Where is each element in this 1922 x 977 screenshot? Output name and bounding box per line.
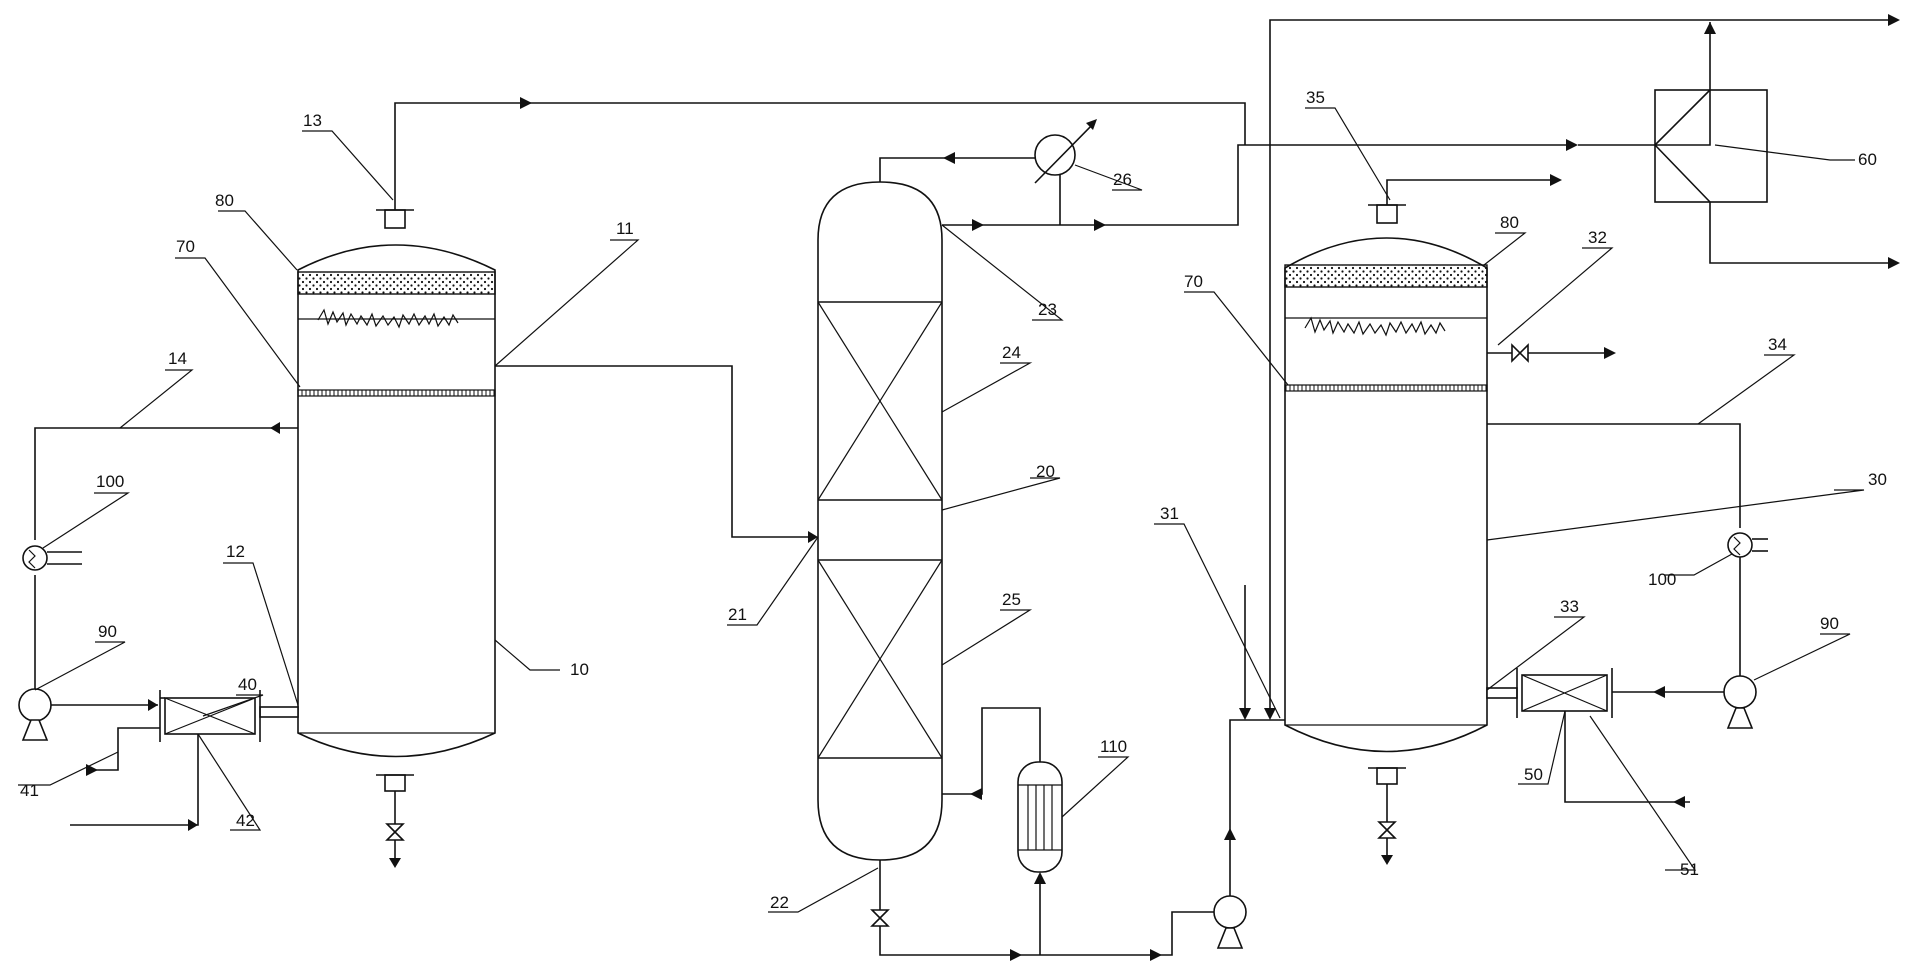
label-90-left: 90 bbox=[98, 622, 117, 641]
label-13: 13 bbox=[303, 111, 322, 130]
distributor-plate-70-right bbox=[1284, 384, 1488, 392]
demister-layer-80-right bbox=[1284, 264, 1488, 288]
label-60: 60 bbox=[1858, 150, 1877, 169]
label-90-right: 90 bbox=[1820, 614, 1839, 633]
label-21: 21 bbox=[728, 605, 747, 624]
label-11: 11 bbox=[616, 219, 634, 238]
label-23: 23 bbox=[1038, 300, 1057, 319]
label-70-right: 70 bbox=[1184, 272, 1203, 291]
label-51: 51 bbox=[1680, 860, 1699, 879]
label-42: 42 bbox=[236, 811, 255, 830]
label-80-left: 80 bbox=[215, 191, 234, 210]
vessel-10 bbox=[259, 209, 496, 868]
label-80-right: 80 bbox=[1500, 213, 1519, 232]
side-valve-32 bbox=[1511, 343, 1529, 363]
condenser-26 bbox=[1034, 119, 1097, 184]
static-mixer-50 bbox=[1516, 668, 1613, 718]
label-24: 24 bbox=[1002, 343, 1021, 362]
heat-exchanger-100-left bbox=[22, 545, 82, 571]
label-14: 14 bbox=[168, 349, 187, 368]
static-mixer-40 bbox=[159, 690, 261, 742]
heat-exchanger-60 bbox=[1654, 89, 1768, 203]
label-12: 12 bbox=[226, 542, 245, 561]
label-70-left: 70 bbox=[176, 237, 195, 256]
label-31: 31 bbox=[1160, 504, 1179, 523]
label-20: 20 bbox=[1036, 462, 1055, 481]
label-34: 34 bbox=[1768, 335, 1787, 354]
pump-bottom-middle bbox=[1213, 895, 1247, 949]
drain-valve-column bbox=[870, 909, 890, 927]
label-41: 41 bbox=[20, 781, 39, 800]
reboiler-110 bbox=[1017, 761, 1063, 873]
reference-labels: 13 80 70 11 14 100 12 90 40 41 42 10 21 … bbox=[20, 88, 1887, 912]
label-30: 30 bbox=[1868, 470, 1887, 489]
heat-exchanger-100-right bbox=[1727, 532, 1768, 558]
leader-lines bbox=[18, 107, 1865, 913]
label-100-right: 100 bbox=[1648, 570, 1676, 589]
pump-90-right bbox=[1723, 675, 1757, 729]
distributor-plate-70-left bbox=[297, 389, 496, 397]
mist-pad-right bbox=[1304, 316, 1446, 337]
label-10: 10 bbox=[570, 660, 589, 679]
label-40: 40 bbox=[238, 675, 257, 694]
drain-valve-right bbox=[1377, 821, 1397, 839]
mist-pad-left bbox=[317, 308, 459, 329]
label-110: 110 bbox=[1100, 737, 1127, 756]
label-25: 25 bbox=[1002, 590, 1021, 609]
label-33: 33 bbox=[1560, 597, 1579, 616]
label-32: 32 bbox=[1588, 228, 1607, 247]
demister-layer-80-left bbox=[297, 271, 496, 295]
column-20 bbox=[817, 181, 943, 861]
vessel-30 bbox=[1284, 204, 1518, 865]
pump-90-left bbox=[18, 688, 52, 741]
label-35: 35 bbox=[1306, 88, 1325, 107]
label-50: 50 bbox=[1524, 765, 1543, 784]
drain-valve-left bbox=[385, 823, 405, 841]
label-22: 22 bbox=[770, 893, 789, 912]
label-26: 26 bbox=[1113, 170, 1132, 189]
label-100-left: 100 bbox=[96, 472, 124, 491]
